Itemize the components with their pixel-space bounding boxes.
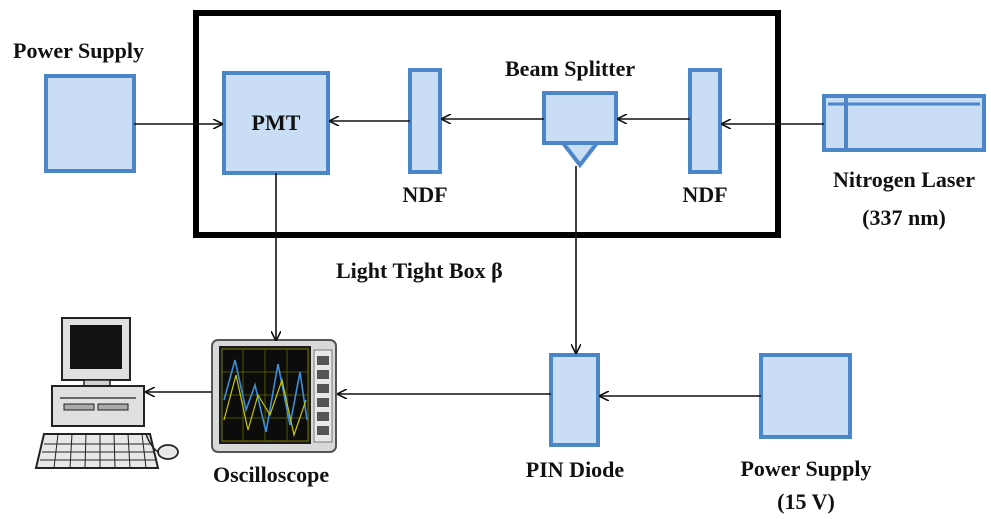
ndf-left-box xyxy=(408,68,442,174)
oscilloscope-label: Oscilloscope xyxy=(213,462,330,487)
beam-splitter-label: Beam Splitter xyxy=(505,56,636,81)
oscilloscope-device xyxy=(211,339,337,453)
pmt-label: PMT xyxy=(251,110,301,135)
computer xyxy=(34,317,179,469)
beam-splitter xyxy=(542,91,618,169)
pin-diode-label: PIN Diode xyxy=(525,457,625,482)
power-supply-right-label: Power Supply xyxy=(740,456,872,481)
power-supply-right-box xyxy=(759,353,852,439)
pin-diode-box xyxy=(549,353,600,447)
nitrogen-laser xyxy=(822,94,986,152)
power-supply-left-box xyxy=(44,74,136,173)
light-tight-box-label: Light Tight Box β xyxy=(336,258,503,283)
power-supply-right-voltage-label: (15 V) xyxy=(777,489,835,514)
ndf-right-label: NDF xyxy=(682,182,728,207)
ndf-right-box xyxy=(688,68,722,174)
ndf-left-label: NDF xyxy=(402,182,448,207)
nitrogen-laser-label: Nitrogen Laser xyxy=(833,167,975,192)
power-supply-left-label: Power Supply xyxy=(13,38,145,63)
nitrogen-laser-wavelength-label: (337 nm) xyxy=(862,205,946,230)
connections xyxy=(134,119,824,396)
